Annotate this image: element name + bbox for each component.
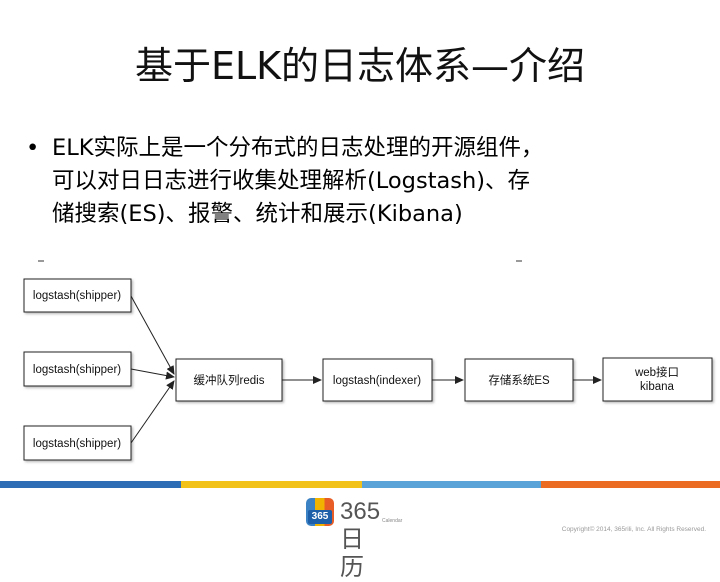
logo-subtitle: Calendar (382, 518, 403, 524)
elk-architecture-diagram: logstash(shipper) logstash(shipper) logs… (23, 260, 713, 461)
bullet-line-3: 储搜索(ES)、报警、统计和展示(Kibana) (52, 201, 463, 227)
es-storage-node: 存储系统ES (464, 358, 574, 402)
copyright-notice: Copyright© 2014, 365rili, Inc. All Right… (561, 526, 706, 533)
indexer-node: logstash(indexer) (322, 358, 433, 402)
arrow-shipper3-to-redis (130, 380, 175, 444)
arrow-shipper1-to-redis (130, 295, 175, 375)
shipper-node-1: logstash(shipper) (23, 278, 132, 313)
bullet-line-1: ELK实际上是一个分布式的日志处理的开源组件， (52, 135, 544, 161)
logo-badge-number: 365 (308, 510, 332, 524)
bullet-line-2: 可以对日日志进行收集处理解析(Logstash)、存 (52, 168, 531, 194)
kibana-web-node: web接口 kibana (602, 357, 713, 402)
footer-stripe-blue (0, 481, 181, 488)
shipper-node-3: logstash(shipper) (23, 425, 132, 461)
logo-wordmark: 365日历 (340, 498, 381, 581)
shipper-node-3-label: logstash(shipper) (33, 438, 121, 450)
shipper-node-1-label: logstash(shipper) (33, 290, 121, 302)
bullet-point: • ELK实际上是一个分布式的日志处理的开源组件， 可以对日日志进行收集处理解析… (26, 132, 686, 231)
footer-stripe-lightblue (362, 481, 541, 488)
kibana-web-label-1: web接口 (634, 366, 679, 379)
shipper-node-2-label: logstash(shipper) (33, 364, 121, 376)
bullet-dot-icon: • (26, 135, 40, 161)
redis-queue-node: 缓冲队列redis (175, 358, 283, 402)
arrow-shipper2-to-redis (130, 368, 175, 380)
kibana-web-label-2: kibana (640, 381, 674, 393)
slide-title: 基于ELK的日志体系—介绍 (134, 44, 586, 88)
indexer-label: logstash(indexer) (333, 375, 421, 387)
shipper-node-2: logstash(shipper) (23, 351, 132, 387)
es-storage-label: 存储系统ES (488, 373, 550, 387)
calendar-logo-icon: 365 (306, 498, 334, 526)
redis-queue-label: 缓冲队列redis (194, 373, 265, 387)
footer-stripe-yellow (181, 481, 362, 488)
footer-stripe-orange (541, 481, 720, 488)
